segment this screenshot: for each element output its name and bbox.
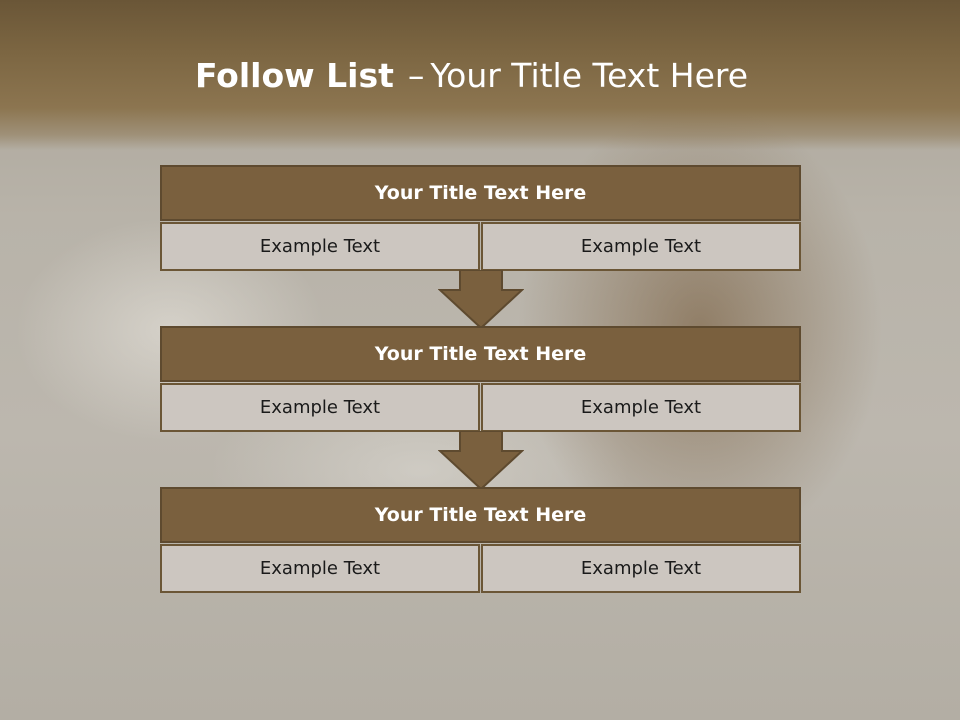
step-block-2: Your Title Text Here Example Text Exampl… — [160, 326, 801, 432]
step-cell-right: Example Text — [481, 222, 801, 271]
slide-title: Follow List–Your Title Text Here — [0, 56, 943, 95]
title-rest-part: Your Title Text Here — [430, 56, 749, 95]
down-arrow-icon — [438, 270, 524, 330]
step-cell-right: Example Text — [481, 544, 801, 593]
title-band — [0, 0, 960, 150]
step-row: Example Text Example Text — [160, 222, 801, 271]
step-row: Example Text Example Text — [160, 544, 801, 593]
step-heading: Your Title Text Here — [160, 326, 801, 382]
step-heading: Your Title Text Here — [160, 487, 801, 543]
step-row: Example Text Example Text — [160, 383, 801, 432]
step-cell-right: Example Text — [481, 383, 801, 432]
down-arrow-icon — [438, 431, 524, 491]
step-cell-left: Example Text — [160, 222, 480, 271]
step-cell-left: Example Text — [160, 544, 480, 593]
step-block-3: Your Title Text Here Example Text Exampl… — [160, 487, 801, 593]
step-heading: Your Title Text Here — [160, 165, 801, 221]
step-cell-left: Example Text — [160, 383, 480, 432]
step-block-1: Your Title Text Here Example Text Exampl… — [160, 165, 801, 271]
title-bold-part: Follow List — [194, 56, 394, 95]
title-separator: – — [407, 56, 425, 95]
